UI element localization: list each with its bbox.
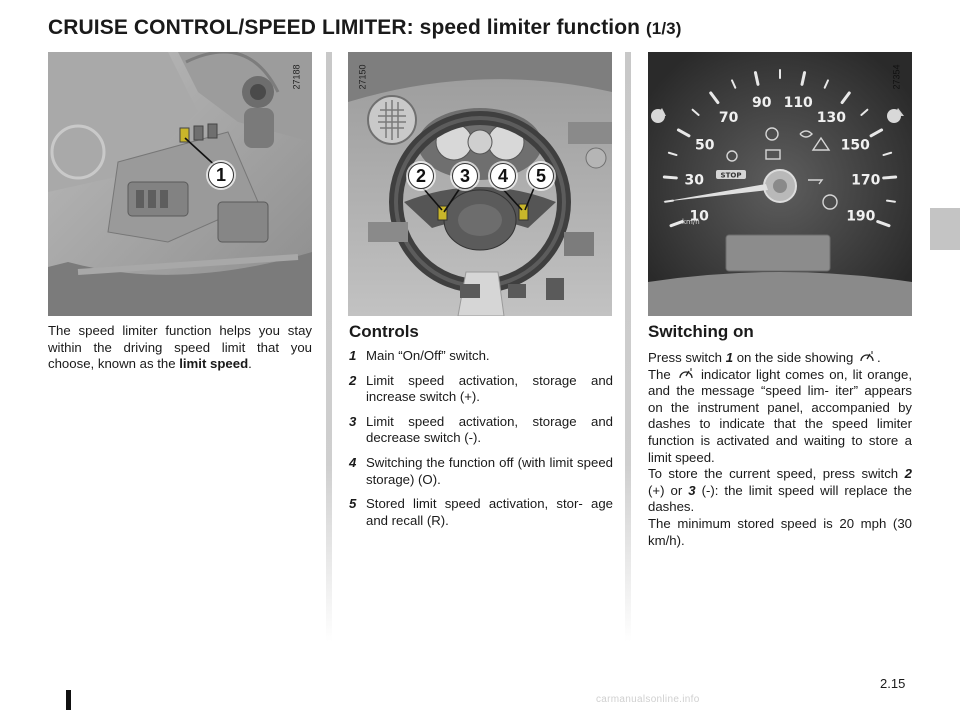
intro-text: The speed limiter function helps you sta…: [48, 323, 312, 372]
speed-limiter-indicator-icon: [679, 367, 693, 378]
stop-label: STOP: [721, 172, 742, 180]
controls-item-number: 3: [349, 413, 357, 429]
switching-on-para-2: The indicator light comes on, lit orange…: [648, 367, 912, 467]
section-tab: [930, 208, 960, 250]
speed-label: 170: [851, 172, 880, 188]
speed-minor-tick: [886, 199, 896, 203]
p3-text-a: To store the current speed, press switch: [648, 466, 899, 482]
p3-text-b: (+) or: [648, 482, 683, 498]
speed-label: 150: [841, 137, 870, 153]
page-number: 2.15: [880, 676, 906, 691]
controls-item: 1 Main “On/Off” switch.: [349, 348, 613, 365]
controls-item-text: Stored limit speed activation, stor- age…: [366, 496, 613, 528]
speed-tick: [840, 91, 851, 105]
speed-tick: [753, 71, 760, 86]
p3-text-c: (-): the limit speed will replace the da…: [648, 482, 912, 515]
speed-minor-tick: [691, 108, 700, 116]
column-divider-right: [625, 52, 631, 642]
callout-2: 2: [408, 163, 434, 189]
intro-emphasis: limit speed: [179, 356, 249, 372]
speed-tick: [800, 71, 807, 86]
callout-4: 4: [490, 163, 516, 189]
page-title-main: CRUISE CONTROL/SPEED LIMITER: speed limi…: [48, 16, 641, 39]
speed-tick: [876, 220, 891, 228]
page-title: CRUISE CONTROL/SPEED LIMITER: speed limi…: [48, 16, 681, 40]
speed-limiter-icon: [860, 351, 874, 362]
speed-label: 70: [719, 110, 739, 126]
controls-item-text: Limit speed activation, storage and decr…: [366, 413, 613, 446]
watermark: carmanualsonline.info: [596, 694, 700, 705]
speed-tick: [662, 175, 678, 180]
controls-item-number: 2: [349, 372, 357, 388]
switching-on-heading: Switching on: [648, 322, 754, 341]
controls-item-number: 1: [349, 348, 357, 363]
controls-item: 4 Switching the function off (with limit …: [349, 455, 613, 488]
figure-code-left: 27188: [291, 64, 302, 90]
figure-steering-wheel: 2 3 4 5 27150: [348, 52, 612, 316]
speed-tick: [709, 91, 720, 105]
unit-label: km/h: [682, 218, 700, 226]
speed-minor-tick: [860, 108, 869, 116]
speed-label: 50: [695, 137, 715, 153]
speed-label: 110: [784, 95, 813, 111]
page-title-part: (1/3): [646, 19, 682, 38]
controls-heading: Controls: [349, 322, 419, 341]
figure-code-middle: 27150: [357, 64, 368, 90]
controls-item-number: 4: [349, 454, 357, 470]
page-edge-marker: [66, 690, 71, 710]
speed-minor-tick: [667, 151, 678, 157]
controls-item-text: Main “On/Off” switch.: [366, 348, 490, 363]
speed-label: 190: [846, 208, 875, 224]
switching-on-para-4: The minimum stored speed is 20 mph (30 k…: [648, 515, 912, 548]
speed-tick: [869, 128, 884, 138]
switching-on-para-3: To store the current speed, press switch…: [648, 466, 912, 516]
speed-minor-tick: [730, 79, 737, 89]
controls-item: 5 Stored limit speed activation, stor- ag…: [349, 496, 613, 529]
speed-label: 130: [817, 110, 846, 126]
switching-on-body: Press switch 1 on the side showing . The…: [648, 350, 912, 549]
speed-tick: [676, 128, 691, 138]
p3-switch-2: 2: [904, 466, 912, 482]
speed-label: 30: [685, 172, 705, 188]
p3-switch-3: 3: [688, 482, 696, 498]
figure-side-switch-panel: 1 27188: [48, 52, 312, 316]
speed-label: 10: [689, 208, 709, 224]
speed-minor-tick: [882, 151, 893, 157]
p2-text-b: indicator light comes on, lit orange, an…: [648, 366, 912, 465]
p1-switch-number: 1: [725, 350, 734, 365]
switching-on-para-1: Press switch 1 on the side showing .: [648, 350, 912, 367]
callout-1: 1: [208, 162, 234, 188]
speed-label: 90: [752, 95, 772, 111]
figure-code-right: 27354: [891, 64, 902, 90]
right-arrow-icon: [887, 109, 901, 123]
controls-item-text: Limit speed activation, storage and incr…: [366, 372, 613, 405]
controls-item-number: 5: [349, 496, 357, 512]
controls-item-text: Switching the function off (with limit s…: [366, 454, 613, 487]
speed-minor-tick: [823, 79, 830, 89]
left-arrow-icon: [651, 109, 665, 123]
p1-end: .: [876, 350, 881, 365]
controls-item: 2 Limit speed activation, storage and inc…: [349, 373, 613, 406]
controls-item: 3 Limit speed activation, storage and dec…: [349, 414, 613, 447]
intro-end: .: [248, 356, 252, 372]
speed-tick: [882, 175, 898, 180]
intro-paragraph: The speed limiter function helps you sta…: [48, 323, 312, 373]
column-divider-left: [326, 52, 332, 642]
p2-text-a: The: [648, 366, 671, 382]
callout-3: 3: [452, 163, 478, 189]
p1-text-b: on the side showing: [736, 350, 854, 365]
p1-text-a: Press switch: [648, 350, 723, 365]
speed-tick: [669, 220, 684, 228]
callout-5: 5: [528, 163, 554, 189]
